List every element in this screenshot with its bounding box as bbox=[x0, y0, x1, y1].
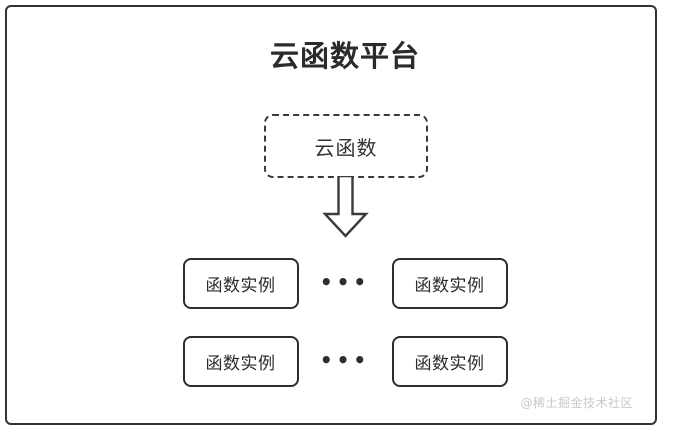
function-instance-box: 函数实例 bbox=[182, 258, 299, 309]
diagram-outer-frame: 云函数平台 云函数 函数实例 ••• 函数实例 函数实例 bbox=[5, 5, 657, 425]
row-ellipsis: ••• bbox=[319, 347, 371, 372]
row-ellipsis: ••• bbox=[319, 269, 371, 294]
watermark: @稀土掘金技术社区 bbox=[520, 396, 633, 410]
function-instance-label: 函数实例 bbox=[414, 276, 485, 296]
instance-row: 函数实例 ••• 函数实例 bbox=[7, 257, 676, 310]
instance-row: 函数实例 ••• 函数实例 bbox=[7, 335, 676, 388]
function-instance-label: 函数实例 bbox=[205, 276, 276, 296]
function-instance-label: 函数实例 bbox=[414, 354, 485, 374]
function-instance-label: 函数实例 bbox=[205, 354, 276, 374]
cloud-function-label: 云函数 bbox=[314, 135, 378, 160]
down-block-arrow-icon bbox=[318, 176, 373, 238]
function-instance-box: 函数实例 bbox=[391, 258, 508, 309]
function-instances-area: 函数实例 ••• 函数实例 函数实例 ••• 函数实例 bbox=[7, 257, 676, 413]
function-instance-box: 函数实例 bbox=[182, 336, 299, 387]
page-title: 云函数平台 bbox=[269, 39, 420, 73]
cloud-function-node: 云函数 bbox=[264, 114, 428, 178]
function-instance-box: 函数实例 bbox=[391, 336, 508, 387]
